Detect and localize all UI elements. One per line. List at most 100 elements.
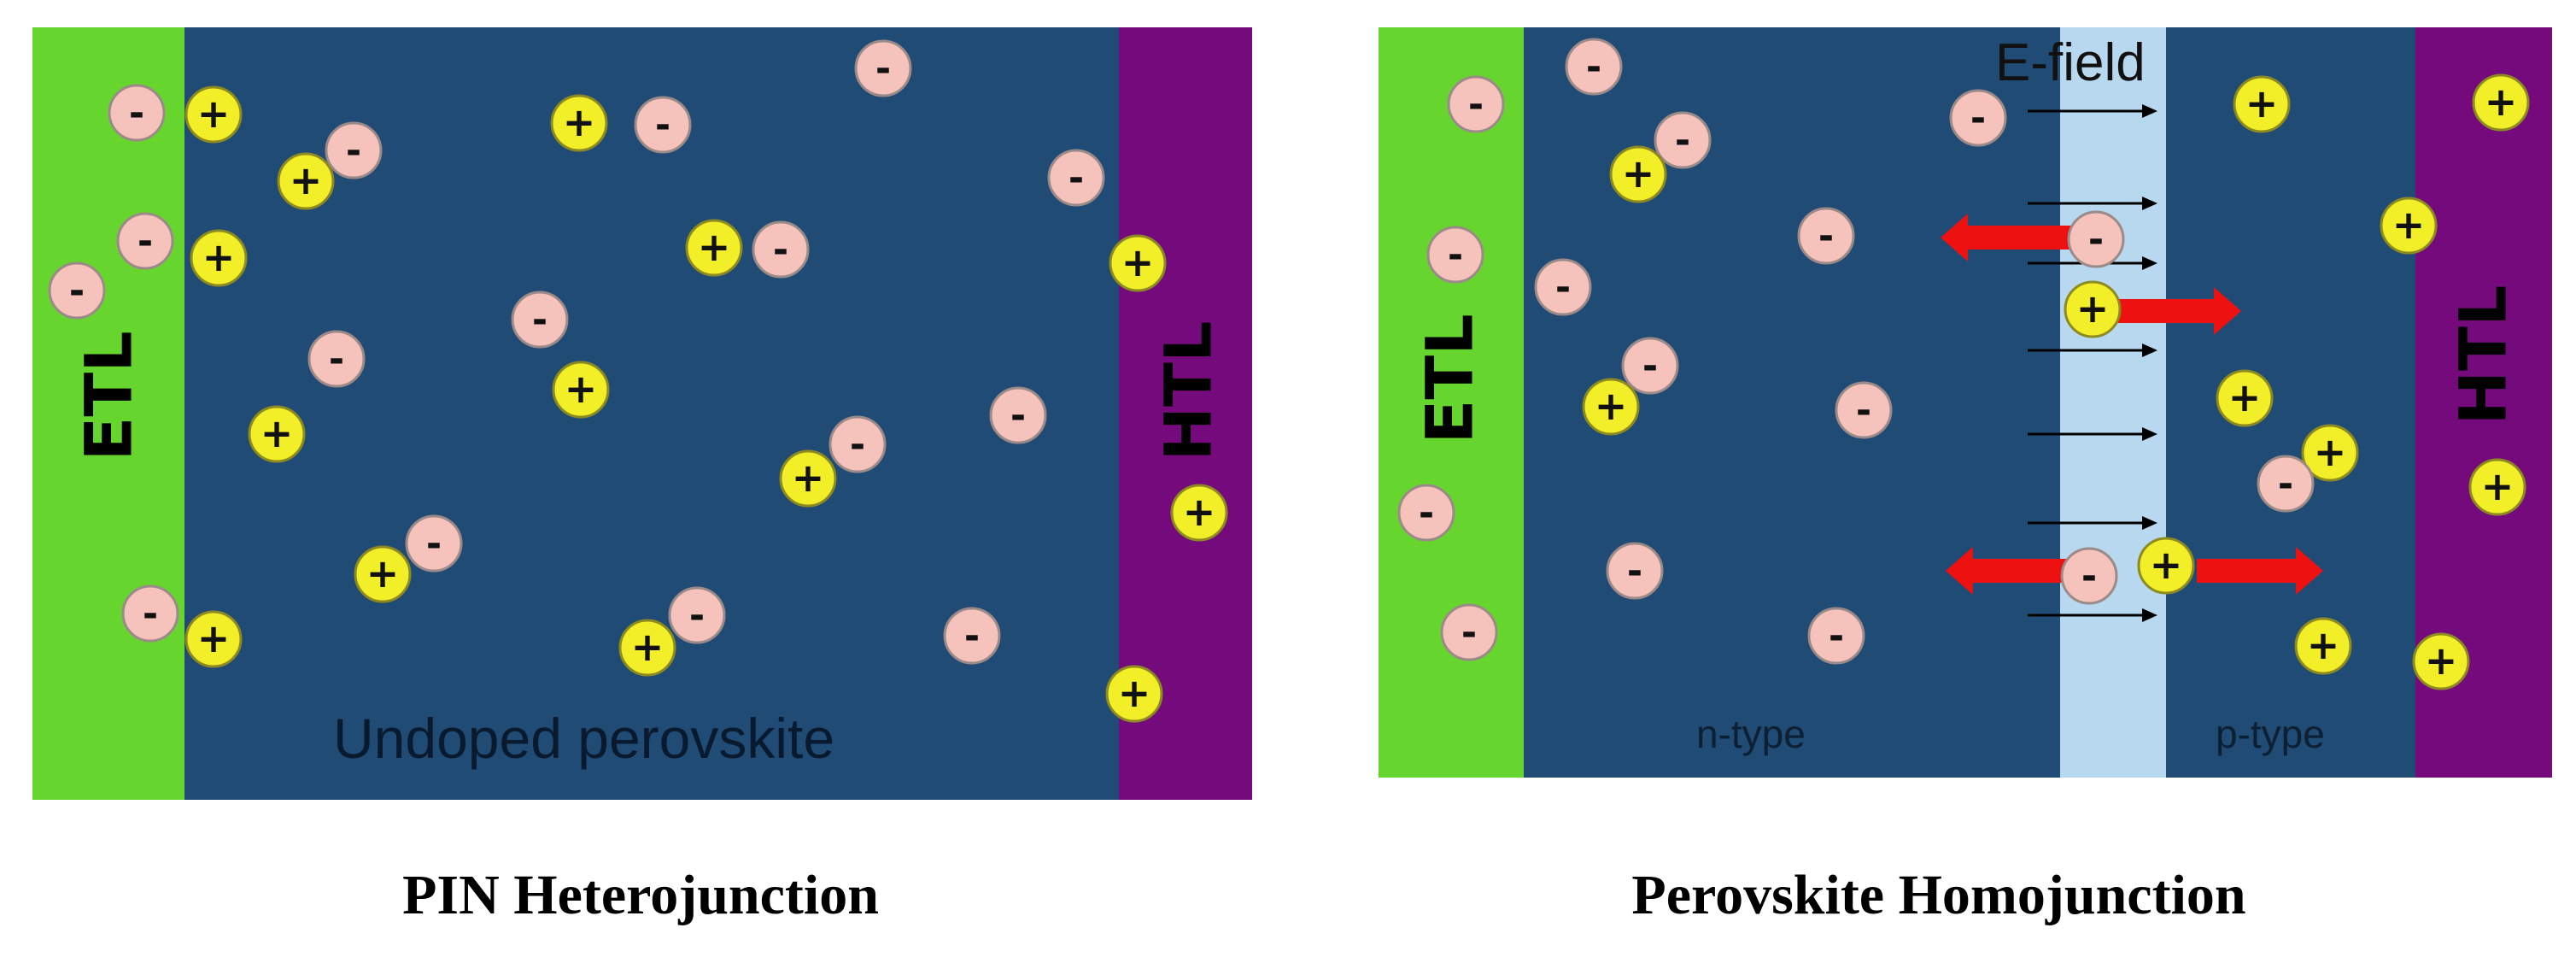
svg-text:-: - <box>2278 462 2293 506</box>
electron-icon: - <box>1447 75 1505 133</box>
electron-icon: - <box>989 386 1047 444</box>
electron-icon: - <box>1426 226 1484 284</box>
svg-text:+: + <box>1121 239 1155 285</box>
e-field-arrow <box>2028 104 2157 118</box>
electron-icon: - <box>108 84 166 142</box>
hole-icon: + <box>248 405 306 463</box>
hole-icon: + <box>2216 369 2274 427</box>
electron-icon: - <box>1654 111 1712 169</box>
svg-text:+: + <box>563 99 596 145</box>
hole-icon: + <box>2064 280 2122 338</box>
svg-text:-: - <box>2088 218 2104 261</box>
svg-text:-: - <box>129 91 144 135</box>
hole-icon: + <box>1105 665 1163 723</box>
svg-text:+: + <box>2481 463 2515 509</box>
svg-text:-: - <box>655 103 670 147</box>
svg-text:-: - <box>850 423 865 467</box>
electron-icon: - <box>2257 455 2315 513</box>
hole-icon: + <box>779 449 837 508</box>
electron-icon: - <box>116 212 174 270</box>
electron-icon: - <box>511 291 569 349</box>
svg-text:-: - <box>773 228 788 272</box>
left-etl-layer <box>32 27 184 800</box>
right-p-type-layer <box>2166 27 2415 778</box>
e-field-arrow <box>2028 197 2157 210</box>
svg-text:-: - <box>1586 45 1601 89</box>
svg-text:+: + <box>1118 670 1151 716</box>
svg-text:-: - <box>875 47 891 91</box>
hole-icon: + <box>618 619 676 677</box>
electron-icon: - <box>405 514 463 573</box>
svg-text:-: - <box>1419 491 1434 535</box>
electron-icon: - <box>854 39 912 97</box>
svg-text:-: - <box>532 298 547 342</box>
electron-icon: - <box>1534 258 1592 316</box>
svg-text:+: + <box>631 624 664 670</box>
e-field-arrow <box>2028 608 2157 622</box>
svg-text:-: - <box>138 220 153 263</box>
electron-icon: - <box>1047 149 1105 207</box>
electron-icon: - <box>1949 89 2007 147</box>
svg-text:-: - <box>329 338 344 381</box>
electron-icon: - <box>1807 607 1865 665</box>
svg-text:-: - <box>1829 614 1844 658</box>
electron-icon: - <box>1440 603 1498 661</box>
electron-icon: - <box>668 586 726 644</box>
svg-text:+: + <box>1183 489 1216 535</box>
hole-icon: + <box>2301 424 2359 482</box>
svg-text:+: + <box>2392 202 2426 248</box>
svg-text:-: - <box>69 269 85 313</box>
svg-text:+: + <box>1595 383 1628 429</box>
svg-text:+: + <box>565 366 598 412</box>
hole-icon: + <box>190 229 248 287</box>
hole-icon: + <box>277 152 335 210</box>
electron-icon: - <box>121 584 179 643</box>
hole-icon: + <box>685 219 743 277</box>
electron-icon: - <box>1565 38 1623 96</box>
e-field-arrow <box>2028 344 2157 357</box>
electron-icon: - <box>2067 210 2125 268</box>
svg-text:-: - <box>1010 394 1026 437</box>
svg-text:-: - <box>689 594 705 637</box>
svg-text:-: - <box>1555 266 1571 309</box>
svg-text:-: - <box>1675 119 1690 162</box>
svg-text:+: + <box>2076 285 2110 332</box>
svg-text:+: + <box>366 550 400 596</box>
p-type-label: p-type <box>2216 712 2325 756</box>
electron-icon: - <box>943 607 1001 665</box>
svg-text:-: - <box>426 522 442 566</box>
hole-icon: + <box>2380 197 2438 255</box>
electron-icon: - <box>1606 542 1664 600</box>
svg-text:+: + <box>698 224 731 270</box>
hole-icon: + <box>184 85 243 144</box>
svg-text:-: - <box>1068 156 1084 200</box>
svg-text:+: + <box>2425 637 2458 684</box>
svg-text:+: + <box>2245 80 2279 126</box>
hole-icon: + <box>1170 484 1228 542</box>
electron-drift-arrow <box>1946 547 2077 595</box>
hole-icon: + <box>2412 632 2470 690</box>
n-type-label: n-type <box>1696 712 1806 756</box>
right-carrier-layer: ---++-+---+-+-+-++--+--+--++ <box>1397 38 2530 690</box>
left-panel-diagram: ETL HTL -+-+--+--++-+---++--++-+-+-+-+ U… <box>0 0 1281 963</box>
svg-text:-: - <box>1818 214 1834 258</box>
svg-text:-: - <box>1642 344 1658 388</box>
svg-text:-: - <box>2081 555 2097 598</box>
electron-icon: - <box>1621 337 1679 395</box>
svg-text:+: + <box>2307 622 2340 668</box>
e-field-arrow <box>2028 516 2157 530</box>
svg-text:+: + <box>2314 429 2347 475</box>
electron-icon: - <box>307 330 366 388</box>
hole-icon: + <box>1609 145 1667 203</box>
left-bulk-label: Undoped perovskite <box>333 707 835 770</box>
hole-icon: + <box>552 361 610 419</box>
hole-drift-arrow <box>2197 547 2323 595</box>
left-carrier-layer: -+-+--+--++-+---++--++-+-+-+-+ <box>48 39 1228 723</box>
svg-text:+: + <box>261 410 294 456</box>
electron-icon: - <box>1835 381 1893 439</box>
hole-icon: + <box>354 545 412 603</box>
hole-icon: + <box>184 610 243 668</box>
hole-icon: + <box>2294 617 2352 675</box>
electron-icon: - <box>752 220 810 279</box>
